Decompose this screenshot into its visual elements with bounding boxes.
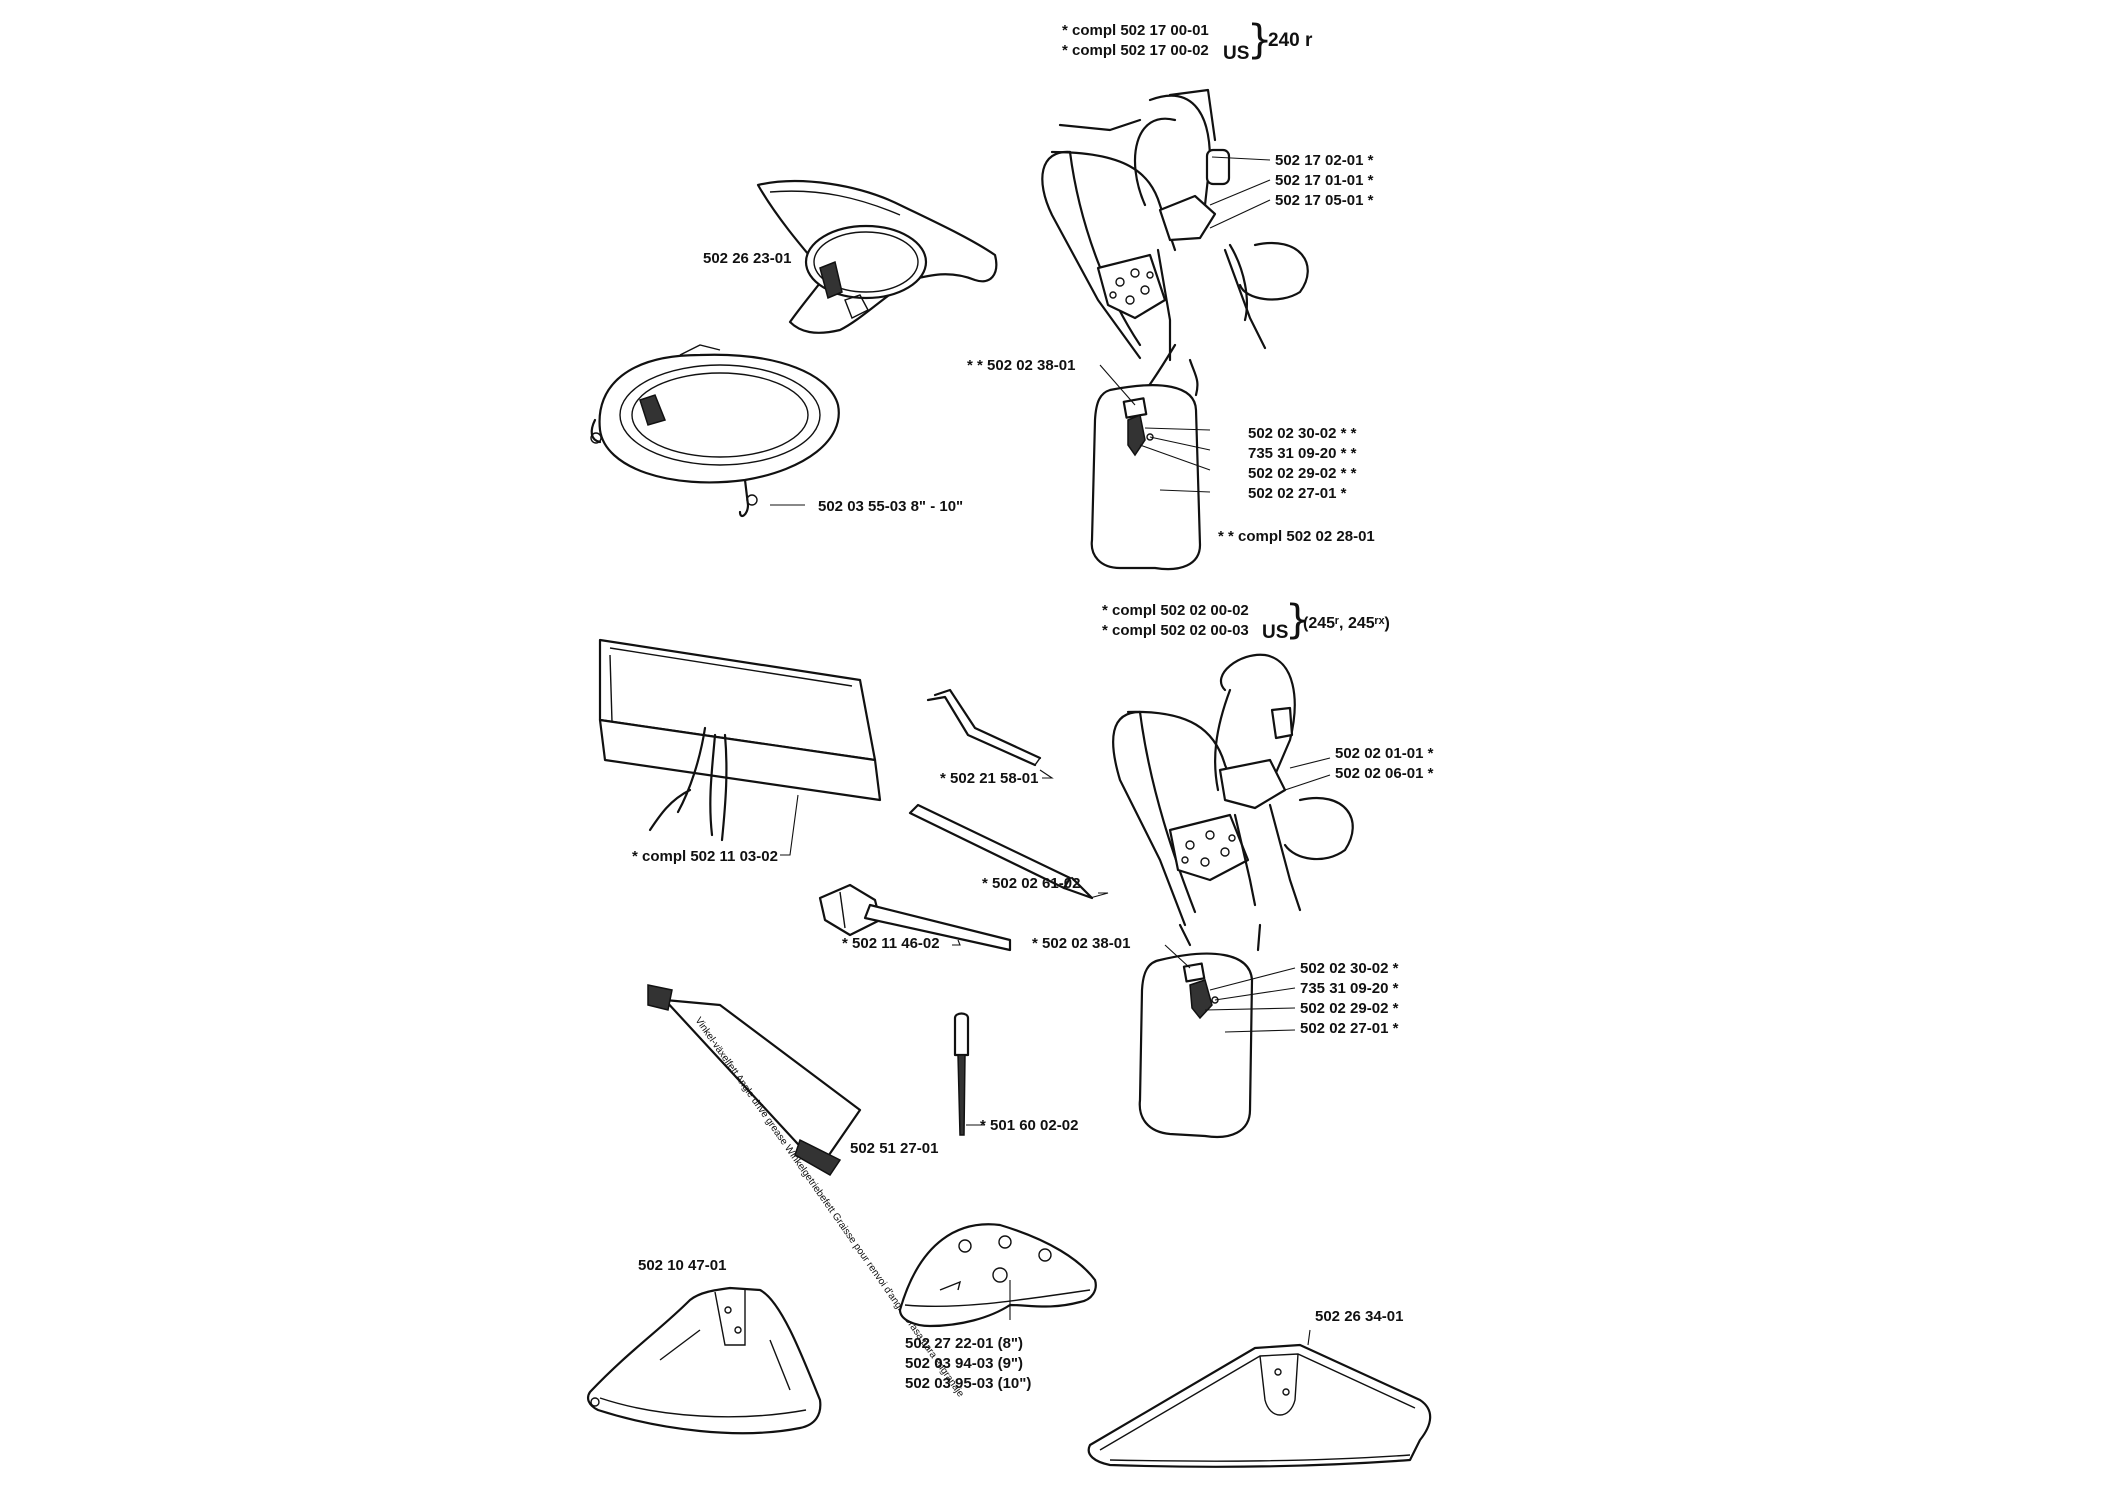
label-harness-240-compl-2: * compl 502 17 00-02 [1062, 42, 1209, 59]
rivet-illustration [953, 1012, 970, 1136]
label-502-17-01-01: 502 17 01-01 * [1275, 172, 1374, 189]
tool-bag-illustration [598, 638, 882, 842]
harness-240-illustration [1041, 88, 1309, 571]
label-502-27-22-01: 502 27 22-01 (8") [905, 1335, 1024, 1352]
label-harness-245-compl-2: * compl 502 02 00-03 [1102, 622, 1249, 639]
label-502-51-27-01: 502 51 27-01 [850, 1140, 939, 1157]
label-us-2: US [1262, 622, 1289, 643]
label-502-02-30-02-a: 502 02 30-02 * * [1248, 425, 1357, 442]
label-502-02-38-01-a: * * 502 02 38-01 [967, 357, 1076, 374]
label-502-02-61-02: * 502 02 61-02 [982, 875, 1081, 892]
label-502-02-29-02-b: 502 02 29-02 * [1300, 1000, 1399, 1017]
spanner-illustration [818, 883, 1012, 952]
leader-lines [770, 156, 1331, 1346]
label-502-10-47-01: 502 10 47-01 [638, 1257, 727, 1274]
guard-502-26-34-01-illustration [1087, 1343, 1432, 1468]
label-735-31-09-20-b: 735 31 09-20 * [1300, 980, 1399, 997]
label-us-1: US [1223, 43, 1250, 64]
label-502-03-94-03: 502 03 94-03 (9") [905, 1355, 1024, 1372]
label-compl-502-02-28-01: * * compl 502 02 28-01 [1218, 528, 1375, 545]
label-735-31-09-20-a: 735 31 09-20 * * [1248, 445, 1357, 462]
label-compl-502-11-03-02: * compl 502 11 03-02 [632, 848, 778, 865]
label-model-240r: 240 r [1268, 30, 1313, 51]
brace-245: } [1285, 597, 1311, 643]
label-502-26-23-01: 502 26 23-01 [703, 250, 792, 267]
label-502-17-05-01: 502 17 05-01 * [1275, 192, 1374, 209]
label-502-02-01-01: 502 02 01-01 * [1335, 745, 1434, 762]
shield-502-10-47-01-illustration [587, 1286, 822, 1435]
label-502-02-27-01-a: 502 02 27-01 * [1248, 485, 1347, 502]
label-502-21-58-01: * 502 21 58-01 [940, 770, 1039, 787]
label-harness-240-compl-1: * compl 502 17 00-01 [1062, 22, 1209, 39]
guard-502-27-22-01-illustration [898, 1223, 1097, 1328]
brace-240: } [1247, 17, 1273, 63]
harness-245-illustration [1112, 653, 1354, 1138]
label-502-03-95-03: 502 03 95-03 (10") [905, 1375, 1032, 1392]
label-502-02-29-02-a: 502 02 29-02 * * [1248, 465, 1357, 482]
label-harness-245-compl-1: * compl 502 02 00-02 [1102, 602, 1249, 619]
label-502-11-46-02: * 502 11 46-02 [842, 935, 940, 952]
label-502-02-06-01: 502 02 06-01 * [1335, 765, 1434, 782]
label-501-60-02-02: * 501 60 02-02 [980, 1117, 1079, 1134]
label-502-02-27-01-b: 502 02 27-01 * [1300, 1020, 1399, 1037]
label-502-03-55-03: 502 03 55-03 8" - 10" [818, 498, 964, 515]
label-502-02-30-02-b: 502 02 30-02 * [1300, 960, 1399, 977]
label-502-26-34-01: 502 26 34-01 [1315, 1308, 1404, 1325]
ring-guard-502-03-55-03-illustration [590, 344, 840, 518]
guard-502-26-23-01-illustration [756, 180, 998, 334]
label-502-02-38-01-b: * 502 02 38-01 [1032, 935, 1131, 952]
label-502-17-02-01: 502 17 02-01 * [1275, 152, 1374, 169]
hex-key-illustration [926, 688, 1042, 767]
label-model-245: (245ʳ, 245ʳˣ) [1303, 615, 1390, 632]
